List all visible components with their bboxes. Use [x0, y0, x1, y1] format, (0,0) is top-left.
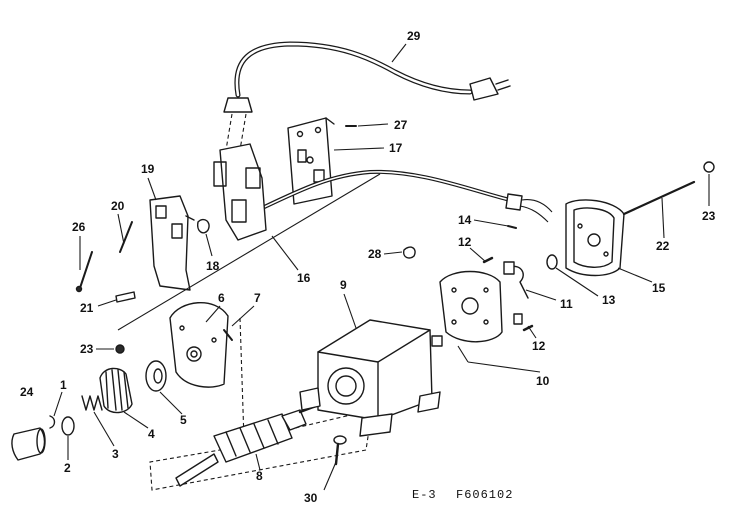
- bearing-washer: [145, 360, 167, 392]
- label-8: 8: [256, 469, 263, 483]
- label-22: 22: [656, 239, 670, 253]
- label-30: 30: [304, 491, 318, 505]
- drive-pinion: [99, 367, 133, 414]
- armature: [175, 404, 318, 487]
- label-26: 26: [72, 220, 86, 234]
- brush-lower: [513, 313, 523, 325]
- terminal-bracket: [149, 195, 195, 291]
- label-12-upper: 12: [458, 235, 472, 249]
- label-21: 21: [80, 301, 94, 315]
- label-16: 16: [297, 271, 311, 285]
- diagram-figure-number: F606102: [456, 488, 513, 502]
- front-end-bracket: [169, 301, 229, 388]
- power-cord: [223, 41, 511, 113]
- label-11: 11: [560, 297, 573, 311]
- label-28: 28: [368, 247, 382, 261]
- brush: [503, 261, 515, 275]
- wire-connector: [402, 246, 416, 259]
- spring: [81, 395, 103, 411]
- retaining-ring: [61, 416, 75, 436]
- switch-assembly: [196, 143, 267, 241]
- clip: [49, 415, 56, 429]
- label-9: 9: [340, 278, 347, 292]
- label-7: 7: [254, 291, 261, 305]
- nut-upper: [703, 161, 715, 173]
- label-19: 19: [141, 162, 155, 176]
- label-5: 5: [180, 413, 187, 427]
- contact-clip-lower: [522, 324, 534, 332]
- screw-pins: [75, 221, 136, 303]
- motor-field-housing: [299, 319, 443, 437]
- label-3: 3: [112, 447, 119, 461]
- nut-lower: [115, 344, 125, 354]
- label-leaders: [53, 43, 710, 491]
- label-24: 24: [20, 385, 34, 399]
- label-23-upper: 23: [702, 209, 716, 223]
- label-27: 27: [394, 118, 408, 132]
- label-13: 13: [602, 293, 616, 307]
- label-29: 29: [407, 29, 421, 43]
- small-screw: [507, 225, 517, 229]
- thrust-washer: [546, 254, 558, 270]
- label-23-lower: 23: [80, 342, 94, 356]
- label-17: 17: [389, 141, 403, 155]
- label-6: 6: [218, 291, 225, 305]
- label-1: 1: [60, 378, 67, 392]
- label-2: 2: [64, 461, 71, 475]
- housing-screw: [333, 435, 347, 466]
- harness-leader-line: [117, 173, 381, 331]
- label-12-lower: 12: [532, 339, 546, 353]
- label-20: 20: [111, 199, 125, 213]
- cord-connector-guide: [225, 113, 247, 151]
- motor-lead-wires: [256, 169, 553, 223]
- through-bolt: [622, 180, 696, 216]
- diagram-code: E-3: [412, 488, 437, 502]
- label-15: 15: [652, 281, 666, 295]
- end-cap: [11, 427, 46, 461]
- label-10: 10: [536, 374, 550, 388]
- label-18: 18: [206, 259, 220, 273]
- label-14: 14: [458, 213, 472, 227]
- part-number-labels: 29 27 17 19 20 26 21 18 16 6 7 23 1 24 2…: [20, 29, 716, 505]
- rear-end-bell: [565, 199, 625, 277]
- label-4: 4: [148, 427, 155, 441]
- brush-plate: [439, 270, 541, 373]
- bracket-screw: [223, 329, 233, 341]
